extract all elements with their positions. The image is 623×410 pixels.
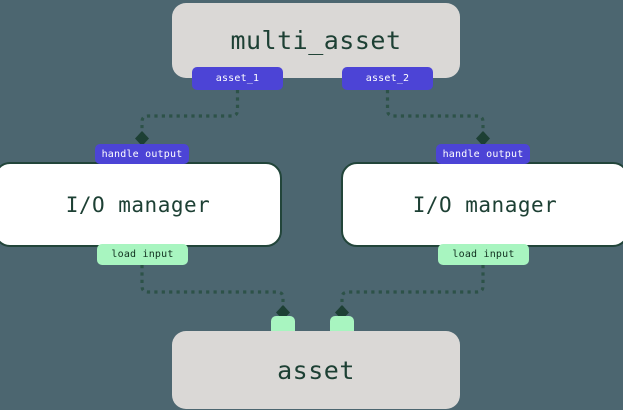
badge-asset-1-label: asset_1	[215, 73, 260, 84]
badge-load-input-right[interactable]: load input	[438, 244, 529, 265]
node-io-manager-right[interactable]: I/O manager	[341, 162, 623, 247]
node-io-manager-right-label: I/O manager	[412, 192, 558, 217]
badge-handle-output-right[interactable]: handle output	[436, 144, 530, 164]
badge-handle-output-right-label: handle output	[442, 148, 524, 160]
node-asset[interactable]: asset	[172, 331, 460, 409]
badge-load-input-left-label: load input	[111, 249, 174, 260]
node-asset-label: asset	[277, 355, 355, 385]
node-multi-asset-label: multi_asset	[230, 26, 402, 55]
edge-asset2-to-handle-output-right	[385, 90, 485, 134]
node-io-manager-left-label: I/O manager	[65, 192, 211, 217]
edge-asset1-to-handle-output-left	[140, 90, 240, 134]
badge-asset-2[interactable]: asset_2	[342, 67, 433, 90]
badge-handle-output-left-label: handle output	[101, 148, 183, 160]
badge-load-input-left[interactable]: load input	[97, 244, 188, 265]
node-multi-asset[interactable]: multi_asset	[172, 3, 460, 78]
edge-load-input-right-to-asset	[340, 265, 485, 307]
badge-load-input-right-label: load input	[452, 249, 515, 260]
badge-asset-1[interactable]: asset_1	[192, 67, 283, 90]
badge-handle-output-left[interactable]: handle output	[95, 144, 189, 164]
badge-asset-2-label: asset_2	[365, 73, 410, 84]
node-io-manager-left[interactable]: I/O manager	[0, 162, 282, 247]
edge-load-input-left-to-asset	[140, 265, 285, 307]
